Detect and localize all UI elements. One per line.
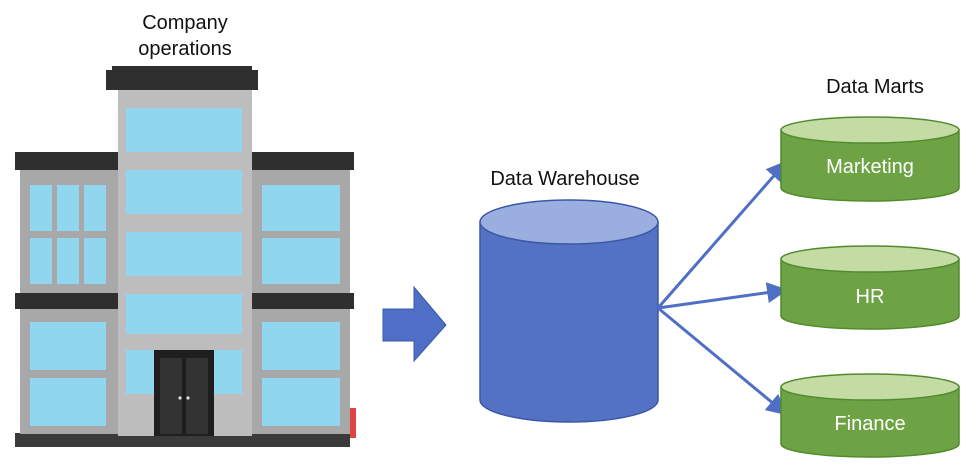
office-building-illustration <box>15 66 356 447</box>
data-mart-hr: HR <box>780 245 960 330</box>
mart-label-hr: HR <box>856 286 885 308</box>
building-label: Company operations <box>138 12 232 60</box>
mart-label-marketing: Marketing <box>826 156 914 178</box>
arrow-to-hr <box>657 282 789 310</box>
arrow-to-marketing <box>656 160 788 309</box>
data-warehouse-cylinder <box>479 199 659 423</box>
mart-label-finance: Finance <box>834 413 905 435</box>
arrow-to-finance <box>657 306 788 416</box>
flow-arrow-icon <box>382 285 447 363</box>
data-mart-marketing: Marketing <box>780 116 960 202</box>
data-mart-finance: Finance <box>780 373 960 458</box>
warehouse-label: Data Warehouse <box>490 168 640 190</box>
connector-arrows <box>656 160 789 416</box>
data-marts-label: Data Marts <box>826 76 924 98</box>
